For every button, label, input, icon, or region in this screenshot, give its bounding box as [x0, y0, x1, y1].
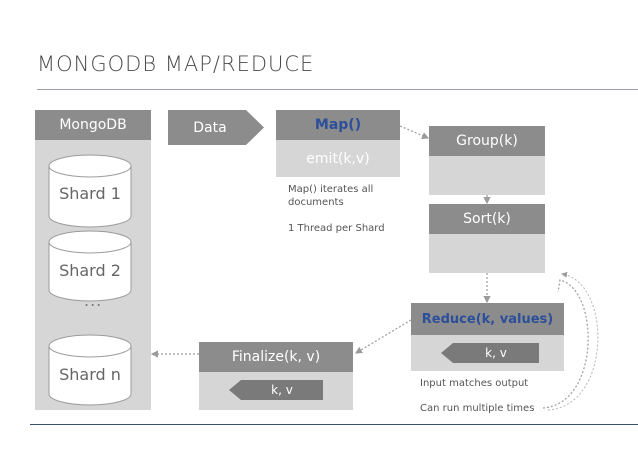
slide-title: MONGODB MAP/REDUCE	[37, 52, 315, 76]
title-divider	[37, 89, 638, 90]
map-header: Map()	[276, 110, 400, 140]
finalize-kv-label: k, v	[271, 383, 293, 397]
footer-divider	[30, 424, 638, 425]
shard-2-cylinder	[48, 230, 132, 302]
reduce-kv-label: k, v	[485, 346, 507, 360]
group-header: Group(k)	[429, 126, 545, 156]
shard-1-label: Shard 1	[59, 184, 121, 203]
sort-header: Sort(k)	[429, 204, 545, 234]
shards-area	[48, 154, 132, 406]
reduce-loop-connector-outer	[547, 271, 599, 411]
map-note-line3: 1 Thread per Shard	[288, 223, 385, 234]
map-note-line1: Map() iterates all	[288, 184, 374, 195]
shards-ellipsis: ...	[84, 291, 103, 310]
shard-1-cylinder	[48, 154, 132, 228]
reduce-kv-arrow	[441, 343, 539, 363]
shard-2-label: Shard 2	[59, 261, 121, 280]
shard-n-cylinder	[48, 334, 132, 406]
group-body	[429, 156, 545, 195]
map-body: emit(k,v)	[276, 140, 400, 177]
map-to-group-connector	[399, 125, 430, 139]
data-label: Data	[193, 119, 227, 136]
reduce-to-finalize-connector	[354, 319, 412, 354]
map-note-line2: documents	[288, 197, 344, 208]
shard-n-label: Shard n	[59, 365, 121, 384]
finalize-header: Finalize(k, v)	[199, 342, 353, 372]
reduce-loop-connector	[542, 279, 589, 409]
reduce-header: Reduce(k, values)	[411, 303, 564, 335]
finalize-kv-arrow	[229, 380, 323, 400]
sort-body	[429, 234, 545, 273]
reduce-note-line2: Can run multiple times	[420, 403, 535, 414]
data-arrow-shape	[168, 110, 264, 145]
mongodb-header: MongoDB	[35, 110, 151, 140]
reduce-note-line1: Input matches output	[420, 378, 529, 389]
